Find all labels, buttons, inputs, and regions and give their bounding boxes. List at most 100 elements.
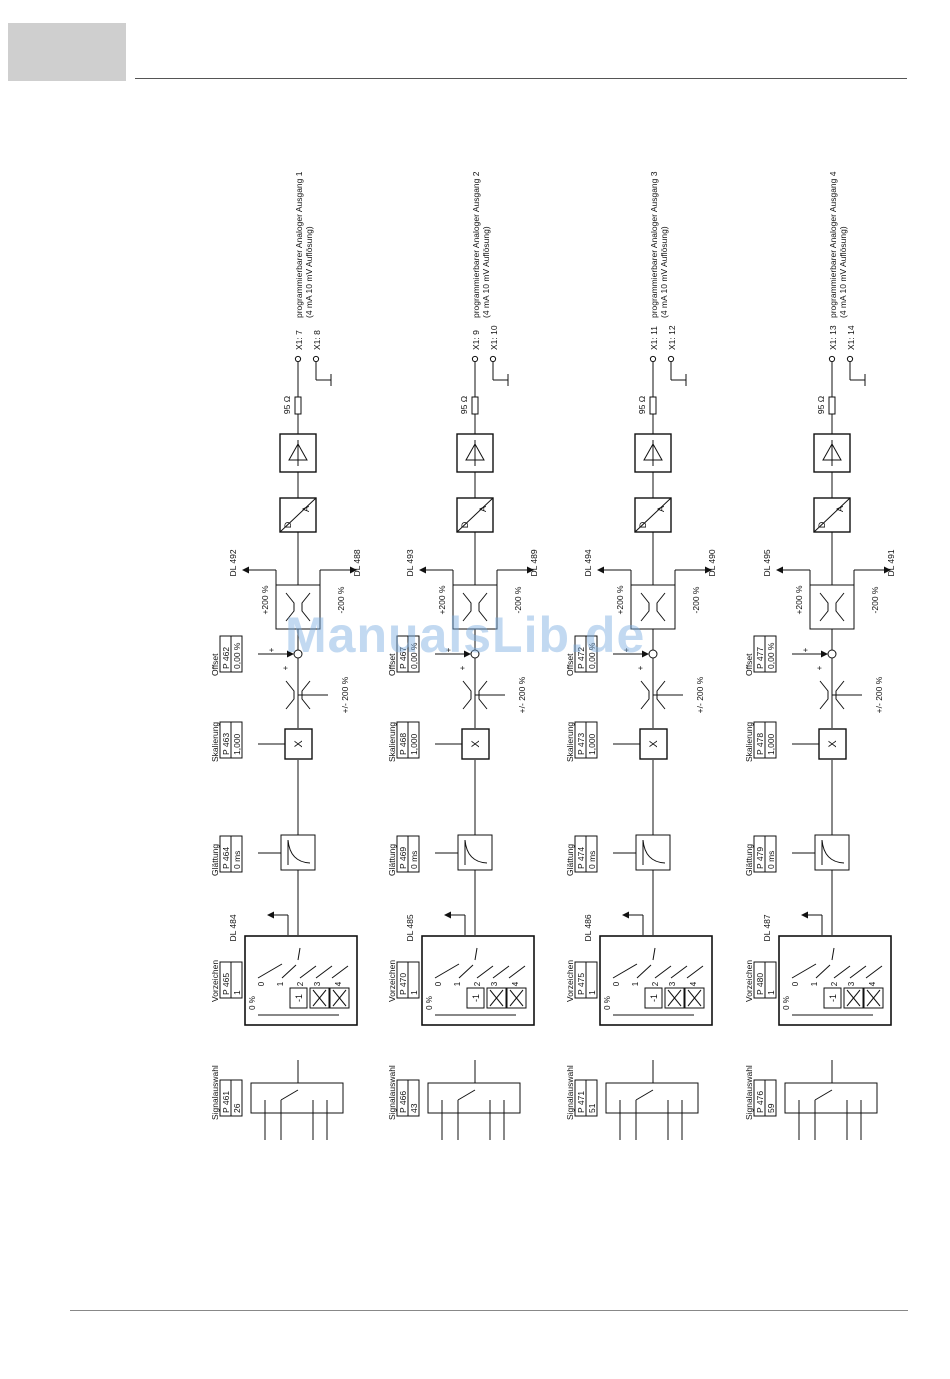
dac-diagonal xyxy=(279,497,317,533)
signal-value: 26 xyxy=(232,1103,242,1113)
limiter2-left xyxy=(462,592,472,622)
resistor-label: 95 Ω xyxy=(816,396,826,414)
selector-switch xyxy=(280,1089,299,1101)
smooth-value-cell xyxy=(764,835,777,873)
sign-value-cell xyxy=(585,961,598,999)
offset-title: Offset xyxy=(744,653,754,676)
limiter2-right xyxy=(835,592,845,622)
plus200-label: +200 % xyxy=(615,585,625,615)
signal-value-cell xyxy=(230,1079,243,1117)
abs-diag-b-2 xyxy=(332,989,347,1007)
signal-value-cell xyxy=(585,1079,598,1117)
limiter1-left xyxy=(462,680,472,710)
invert-label: -1 xyxy=(828,994,838,1002)
sign-pos0-line xyxy=(257,963,283,979)
pos1-label: 1 xyxy=(453,981,462,986)
sign-pos2-line xyxy=(654,965,672,979)
channel-resolution: (4 mA 10 mV Auflösung) xyxy=(481,226,491,318)
pos-zero-label: 0 % xyxy=(782,996,791,1010)
offset-value: 0,00 % xyxy=(587,642,597,669)
sign-pos1-line xyxy=(281,964,297,979)
channel-resolution: (4 mA 10 mV Auflösung) xyxy=(659,226,669,318)
pos1-label: 1 xyxy=(810,981,819,986)
dl-sign-label: DL 486 xyxy=(583,914,593,941)
abs-diag-b-2 xyxy=(866,989,881,1007)
invert-box xyxy=(823,987,842,1009)
terminal-b-label: X1: 12 xyxy=(667,325,677,350)
dac-a-label: A xyxy=(656,506,666,512)
pos4-label: 4 xyxy=(689,981,698,986)
channel-title: programmierbarer Analoger Ausgang 4 xyxy=(828,171,838,318)
terminal-b-label: X1: 8 xyxy=(312,330,322,350)
sign-value-cell xyxy=(407,961,420,999)
offset-value-cell xyxy=(764,635,777,673)
limiter1-label: +/- 200 % xyxy=(517,676,527,713)
smooth-curve xyxy=(464,839,488,864)
limiter1-label: +/- 200 % xyxy=(874,676,884,713)
invert-label: -1 xyxy=(471,994,481,1002)
channel-title: programmierbarer Analoger Ausgang 2 xyxy=(471,171,481,318)
offset-value: 0,00 % xyxy=(409,642,419,669)
sign-pos1-line xyxy=(815,964,831,979)
scale-title: Skalierung xyxy=(565,722,575,762)
signal-value-cell xyxy=(407,1079,420,1117)
dac-d-label: D xyxy=(460,521,470,528)
scale-value: 1,000 xyxy=(766,733,776,755)
sign-pos0-line xyxy=(791,963,817,979)
smooth-title: Glättung xyxy=(210,844,220,876)
pos0-label: 0 xyxy=(791,981,800,986)
plus200-label: +200 % xyxy=(260,585,270,615)
resistor xyxy=(828,396,836,415)
scale-value-cell xyxy=(230,721,243,759)
smooth-title: Glättung xyxy=(565,844,575,876)
watermark: ManualsLib.de xyxy=(285,607,646,663)
limiter1-label: +/- 200 % xyxy=(695,676,705,713)
smooth-curve xyxy=(287,839,311,864)
terminal-b xyxy=(312,355,320,363)
sum-node xyxy=(470,649,480,659)
scale-title: Skalierung xyxy=(744,722,754,762)
pos0-label: 0 xyxy=(257,981,266,986)
pos4-label: 4 xyxy=(868,981,877,986)
smooth-box xyxy=(635,834,671,871)
dl-lower-label: DL 488 xyxy=(352,549,362,576)
terminal-b-label: X1: 10 xyxy=(489,325,499,350)
sum-plus-b: + xyxy=(636,665,645,670)
abs-diag-b-1 xyxy=(312,989,327,1007)
sign-title: Vorzeichen xyxy=(210,960,220,1002)
channel-title: programmierbarer Analoger Ausgang 1 xyxy=(294,171,304,318)
resistor-label: 95 Ω xyxy=(459,396,469,414)
invert-label: -1 xyxy=(294,994,304,1002)
offset-value: 0,00 % xyxy=(766,642,776,669)
terminal-a xyxy=(828,355,836,363)
dl-lower-label: DL 490 xyxy=(707,549,717,576)
pos3-label: 3 xyxy=(490,981,499,986)
pos0-label: 0 xyxy=(434,981,443,986)
smooth-param: P 474 xyxy=(576,847,586,869)
dl-upper-label: DL 494 xyxy=(583,549,593,576)
sum-node xyxy=(827,649,837,659)
offset-param: P 462 xyxy=(221,647,231,669)
smooth-value-cell xyxy=(585,835,598,873)
smooth-param: P 464 xyxy=(221,847,231,869)
sign-pos4-line xyxy=(331,965,349,979)
offset-value-cell xyxy=(407,635,420,673)
smooth-title: Glättung xyxy=(744,844,754,876)
sum-plus-b: + xyxy=(458,665,467,670)
scale-title: Skalierung xyxy=(387,722,397,762)
scale-x-label: X xyxy=(648,740,660,748)
signal-title: Signalauswahl xyxy=(387,1065,397,1120)
pos1-label: 1 xyxy=(276,981,285,986)
sign-switch xyxy=(831,947,835,961)
sign-title: Vorzeichen xyxy=(565,960,575,1002)
smooth-title: Glättung xyxy=(387,844,397,876)
dl-upper-label: DL 492 xyxy=(228,549,238,576)
scale-value-cell xyxy=(407,721,420,759)
dac-diagonal xyxy=(813,497,851,533)
sign-param: P 480 xyxy=(755,973,765,995)
terminal-a-label: X1: 13 xyxy=(828,325,838,350)
sign-pos3-line xyxy=(670,965,688,979)
